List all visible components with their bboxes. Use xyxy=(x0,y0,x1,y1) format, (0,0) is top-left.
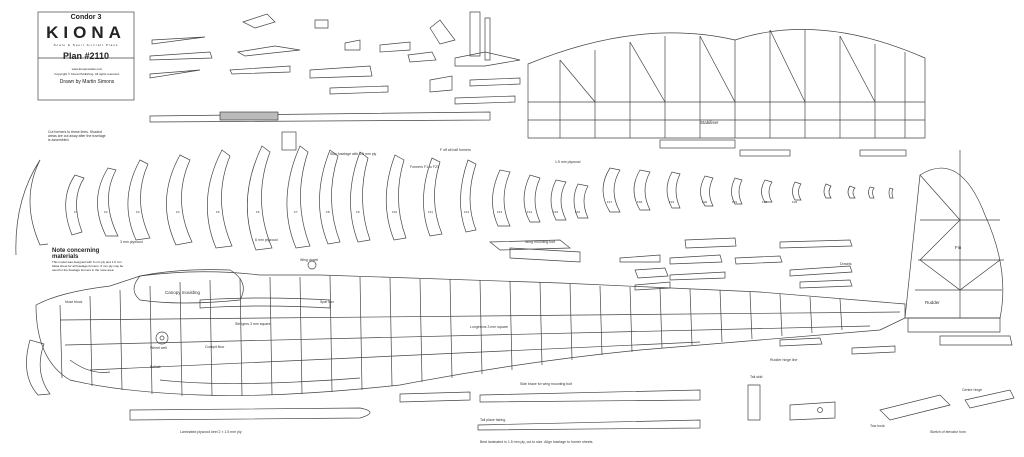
former-label: F15 xyxy=(553,210,559,214)
wing-dowel-label: Wing dowel xyxy=(300,258,319,262)
former-label: F17 xyxy=(607,200,613,204)
label-3mm-ply: 3 mm plywood xyxy=(120,240,143,244)
center-hinge-label: Centre hinge xyxy=(962,388,983,392)
former-label: F1 xyxy=(74,210,78,214)
publisher-url: www.kionamodels.com xyxy=(71,67,103,71)
small-parts xyxy=(26,131,1015,431)
former-label: F4 xyxy=(176,210,180,214)
former-label: F7 xyxy=(294,210,298,214)
rudder-label: Rudder xyxy=(925,300,940,305)
bottom-note: Best laminated in 1.5 mm ply, cut to siz… xyxy=(480,440,594,444)
model-name: Condor 3 xyxy=(70,14,102,21)
top-strip-parts xyxy=(149,11,521,123)
materials-note-body: This model was designed with 6 mm ply an… xyxy=(52,260,124,272)
dowels-label: Dowels xyxy=(840,262,852,266)
former-label: F11 xyxy=(428,210,433,214)
former-label: F14 xyxy=(527,210,533,214)
stringers-label: Stringers 3 mm square xyxy=(235,322,271,326)
brand-tagline: Scale & Sport Aircraft Plans xyxy=(53,43,119,47)
spar-box-label: Spar box xyxy=(320,300,335,304)
former-label: F6 xyxy=(256,210,260,214)
keel-label: Laminated plywood keel 2 × 1.5 mm ply xyxy=(180,430,242,434)
tail-fairing-label: Tail plane fairing xyxy=(480,418,506,422)
fin-label: Fin xyxy=(955,245,962,250)
longerons-label: Longerons 3 mm square xyxy=(470,325,508,329)
former-label: F20 xyxy=(702,200,708,204)
half-formers-note: F off all half formers xyxy=(440,148,471,152)
former-label: F8 xyxy=(326,210,330,214)
title-block-frame xyxy=(37,11,135,101)
stabiliser-plan xyxy=(527,29,926,157)
former-label: F18 xyxy=(637,200,643,204)
former-shapes xyxy=(29,145,894,251)
author: Drawn by Martin Simons xyxy=(59,79,115,85)
former-label: F10 xyxy=(392,210,398,214)
elevator-horn-sketch-label: Sketch of elevator horn xyxy=(930,430,966,434)
cockpit-floor-label: Cockpit floor xyxy=(205,345,225,349)
ballast-label: Ballast xyxy=(150,365,161,369)
tail-skid-label: Tail skid xyxy=(750,375,763,379)
former-label: F3 xyxy=(136,210,140,214)
bolt-label: Wing mounting bolt xyxy=(525,240,555,244)
stabiliser-label: Stabiliser xyxy=(700,120,719,125)
former-cut-note: Cut formers to these lines. Shaded areas… xyxy=(48,130,106,142)
copyright: Copyright © Kiona Publishing. All rights… xyxy=(54,72,120,76)
tow-hook-label: Tow hook xyxy=(870,424,885,428)
brand-logo: KIONA xyxy=(46,23,126,42)
side-brace-label: Side brace for wing mounting bolt xyxy=(520,382,572,386)
former-label: F19 xyxy=(669,200,675,204)
materials-note: Note concerning materials This model was… xyxy=(52,248,124,272)
rudder-hinge-note: Rudder hinge line xyxy=(770,358,798,362)
former-label: F12 xyxy=(464,210,470,214)
fin-rudder xyxy=(904,150,1013,346)
former-label: F23 xyxy=(792,200,798,204)
label-6mm-ply: 6 mm plywood xyxy=(255,238,278,242)
plan-number: Plan #2110 xyxy=(62,51,110,61)
former-label: F21 xyxy=(732,200,738,204)
formers-note: Formers F1 to F23 xyxy=(410,165,439,169)
title-block: Condor 3 KIONA Scale & Sport Aircraft Pl… xyxy=(40,14,132,110)
canopy-label: Canopy moulding xyxy=(165,290,201,295)
keel-curve xyxy=(15,159,41,256)
nose-block-label: Nose block xyxy=(65,300,83,304)
former-label: F2 xyxy=(104,210,108,214)
former-label: F9 xyxy=(356,210,360,214)
former-label: F22 xyxy=(762,200,768,204)
fuselage-side-view xyxy=(35,269,906,397)
skin-note: Skin fuselage with 1.5 mm ply xyxy=(330,152,377,156)
former-label: F13 xyxy=(497,210,503,214)
former-label: F16 xyxy=(575,210,581,214)
former-label: F5 xyxy=(216,210,220,214)
materials-note-title: Note concerning materials xyxy=(52,248,100,260)
label-1-5mm-ply: 1.5 mm plywood xyxy=(555,160,581,164)
wheel-well-label: Wheel well xyxy=(150,346,167,350)
